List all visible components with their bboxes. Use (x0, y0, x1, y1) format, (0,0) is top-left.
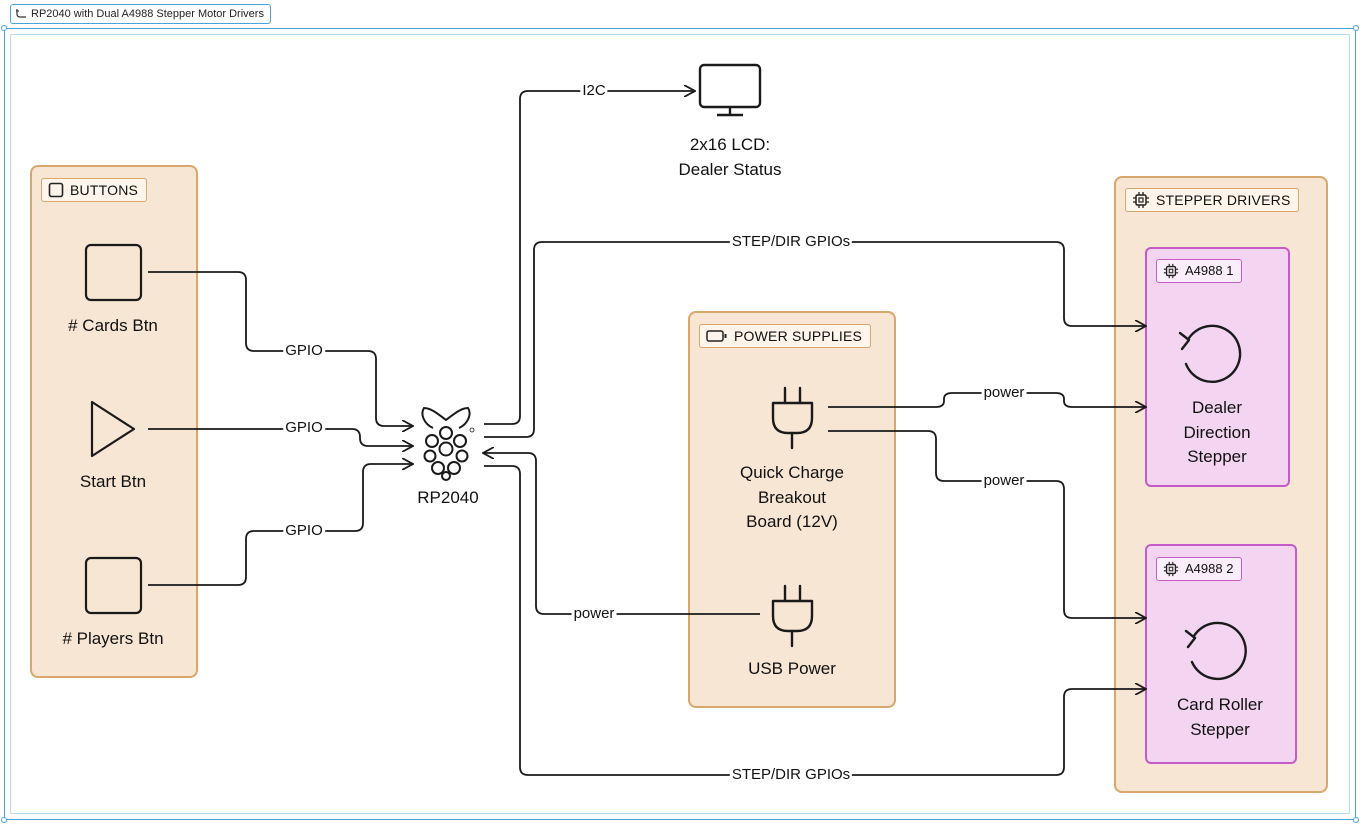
resize-handle-top-right[interactable] (1353, 25, 1359, 31)
node-dealer-stepper-label[interactable]: Dealer Direction Stepper (1183, 398, 1251, 466)
rotate-icon[interactable] (1178, 324, 1242, 384)
edge-players-gpio[interactable] (148, 464, 412, 586)
edge-label-usb-power[interactable]: power (571, 605, 617, 623)
chip-icon (1133, 192, 1149, 208)
chip-icon (1163, 561, 1179, 577)
diagram-frame-inner (10, 34, 1350, 814)
monitor-icon[interactable] (698, 63, 762, 117)
driver-a4988-1[interactable] (1145, 247, 1290, 487)
group-power-label: POWER SUPPLIES (699, 324, 872, 348)
edge-lcd-i2c[interactable] (484, 91, 694, 425)
plug-icon[interactable] (771, 584, 814, 648)
edge-step-top[interactable] (484, 241, 1145, 438)
frame-icon (16, 9, 26, 18)
resize-handle-bottom-left[interactable] (1, 817, 7, 823)
diagram-title: RP2040 with Dual A4988 Stepper Motor Dri… (31, 8, 264, 20)
driver-a4988-1-label: A4988 1 (1156, 259, 1243, 283)
resize-handle-top-left[interactable] (1, 25, 7, 31)
square-icon (48, 182, 64, 198)
edge-cards-gpio[interactable] (148, 271, 412, 426)
resize-handle-bottom-right[interactable] (1353, 817, 1359, 823)
node-usb-power-label[interactable]: USB Power (748, 659, 836, 678)
driver-a4988-2-title: A4988 2 (1185, 561, 1234, 576)
diagram-frame[interactable] (4, 28, 1356, 820)
edge-label-qc-roller-power[interactable]: power (981, 472, 1027, 490)
group-buttons-title: BUTTONS (70, 182, 139, 198)
node-roller-stepper-label[interactable]: Card Roller Stepper (1177, 695, 1263, 739)
edge-label-qc-dealer-power[interactable]: power (981, 384, 1027, 402)
group-drivers-label: STEPPER DRIVERS (1125, 188, 1300, 212)
edge-label-lcd-i2c[interactable]: I2C (580, 82, 608, 100)
node-players-btn-label[interactable]: # Players Btn (62, 629, 164, 648)
driver-a4988-1-title: A4988 1 (1185, 263, 1234, 278)
edge-label-start-gpio[interactable]: GPIO (283, 419, 325, 437)
node-cards-btn-label[interactable]: # Cards Btn (68, 316, 158, 335)
node-start-btn-label[interactable]: Start Btn (79, 472, 147, 491)
driver-a4988-2-label: A4988 2 (1156, 557, 1243, 581)
play-icon[interactable] (90, 400, 136, 458)
edge-start-gpio[interactable] (148, 428, 412, 446)
edge-qc-roller-power[interactable] (828, 430, 1145, 618)
group-buttons[interactable] (30, 165, 198, 678)
diagram-title-tag[interactable]: RP2040 with Dual A4988 Stepper Motor Dri… (10, 4, 271, 24)
rotate-icon[interactable] (1184, 621, 1247, 681)
plug-icon[interactable] (771, 386, 814, 450)
edge-label-step-top[interactable]: STEP/DIR GPIOs (729, 233, 853, 251)
square-icon[interactable] (84, 556, 143, 615)
raspberry-icon[interactable] (421, 406, 475, 481)
group-buttons-label: BUTTONS (41, 178, 148, 202)
battery-icon (706, 330, 727, 342)
node-rp2040-label[interactable]: RP2040 (417, 488, 479, 507)
group-power-title: POWER SUPPLIES (734, 328, 863, 344)
chip-icon (1163, 263, 1179, 279)
edge-label-step-bottom[interactable]: STEP/DIR GPIOs (729, 766, 853, 784)
square-icon[interactable] (84, 243, 143, 302)
node-qc-board-label[interactable]: Quick Charge Breakout Board (12V) (740, 463, 844, 531)
node-lcd-label[interactable]: 2x16 LCD: Dealer Status (678, 135, 782, 179)
edge-label-cards-gpio[interactable]: GPIO (283, 342, 325, 360)
edge-label-players-gpio[interactable]: GPIO (283, 522, 325, 540)
group-drivers-title: STEPPER DRIVERS (1156, 192, 1291, 208)
edge-usb-power[interactable] (484, 453, 760, 615)
